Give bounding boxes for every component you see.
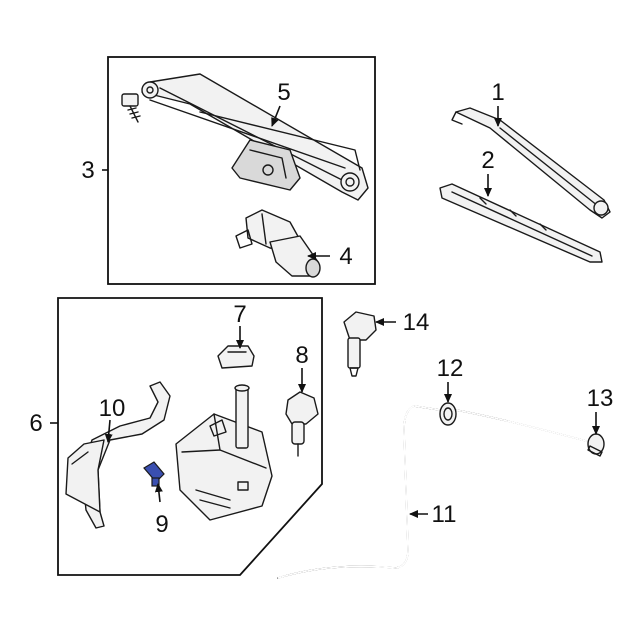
washer-reservoir[interactable] [175,384,273,521]
washer-nozzle[interactable] [343,311,377,377]
callout-9: 9 [155,511,168,538]
linkage-bolt[interactable] [121,93,141,123]
hose-clip[interactable] [439,402,457,426]
callout-3: 3 [81,157,94,184]
reservoir-cap[interactable] [217,345,255,369]
callout-10: 10 [99,395,126,422]
wiper-arm[interactable] [451,107,611,219]
hose-connector[interactable] [587,433,605,457]
callout-6: 6 [29,410,42,437]
leader-lines [50,105,600,518]
callout-4: 4 [339,243,352,270]
fastener-9[interactable] [143,461,165,487]
reservoir-bracket[interactable] [65,381,171,529]
callout-13: 13 [587,385,614,412]
callout-12: 12 [437,355,464,382]
wiper-linkage[interactable] [141,73,369,201]
callout-1: 1 [491,79,504,106]
washer-group-frame [57,297,323,576]
washer-hose[interactable] [277,405,591,579]
wiper-motor[interactable] [235,209,321,278]
wiper-blade[interactable] [439,183,603,263]
callout-11: 11 [432,501,457,528]
callout-8: 8 [295,342,308,369]
washer-pump[interactable] [285,391,319,457]
callout-14: 14 [403,309,430,336]
callout-5: 5 [277,79,290,106]
callout-2: 2 [481,147,494,174]
callout-7: 7 [233,301,246,328]
